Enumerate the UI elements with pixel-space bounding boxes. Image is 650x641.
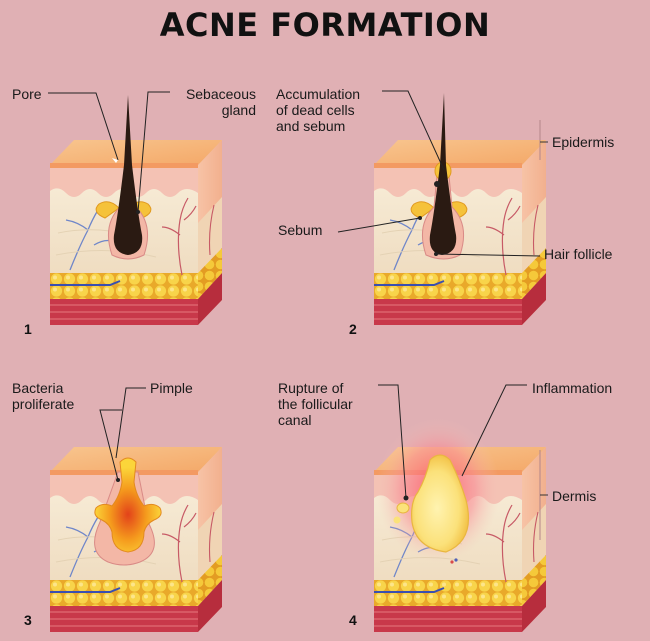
panel-4-block: [373, 418, 547, 633]
label-accum-line-2: of dead cells: [276, 102, 355, 118]
panel-number-2: 2: [349, 321, 357, 337]
label-sebaceous-line-2: gland: [221, 102, 256, 118]
label-accumulation: Accumulation of dead cells and sebum: [276, 86, 360, 134]
label-accum-line-3: and sebum: [276, 118, 346, 134]
panel-number-1: 1: [24, 321, 32, 337]
panel-2-block: [373, 93, 547, 326]
label-dermis: Dermis: [552, 488, 597, 504]
panel-1-block: [49, 95, 223, 326]
panel-number-3: 3: [24, 612, 32, 628]
label-inflammation: Inflammation: [532, 380, 613, 396]
label-rupture-line-3: canal: [278, 412, 312, 428]
label-sebaceous-gland: Sebaceous gland: [166, 86, 256, 118]
label-pimple: Pimple: [150, 380, 193, 396]
panel-number-4: 4: [349, 612, 357, 628]
label-rupture-line-1: Rupture of: [278, 380, 344, 396]
label-bacteria: Bacteria proliferate: [12, 380, 74, 412]
label-bacteria-line-2: proliferate: [12, 396, 75, 412]
label-pore: Pore: [12, 86, 42, 102]
panel-3-block: [49, 446, 223, 633]
label-accum-line-1: Accumulation: [276, 86, 361, 102]
page-title: ACNE FORMATION: [159, 6, 491, 44]
label-rupture: Rupture of the follicular canal: [278, 380, 353, 428]
label-sebum: Sebum: [278, 222, 323, 238]
label-bacteria-line-1: Bacteria: [12, 380, 64, 396]
label-hair-follicle: Hair follicle: [544, 246, 613, 262]
label-sebaceous-line-1: Sebaceous: [185, 86, 256, 102]
label-epidermis: Epidermis: [552, 134, 615, 150]
label-rupture-line-2: the follicular: [278, 396, 353, 412]
